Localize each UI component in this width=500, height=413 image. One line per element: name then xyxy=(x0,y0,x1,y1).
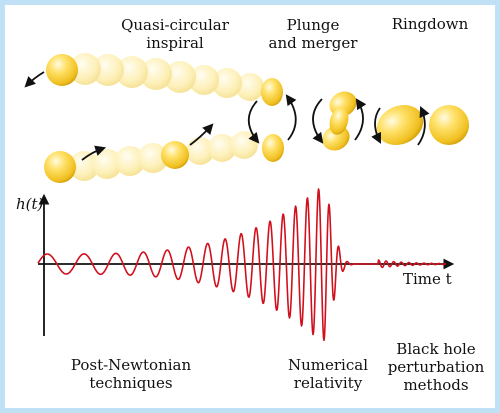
post-newtonian-label: Post-Newtonian techniques xyxy=(62,356,200,392)
plunge-left-arrow-icon xyxy=(247,100,260,144)
numerical-relativity-line1: Numerical xyxy=(288,356,368,374)
plunge-black-hole-bottom xyxy=(262,134,284,162)
gravitational-waveform xyxy=(37,188,447,342)
perturbation-line1: Black hole xyxy=(396,340,476,358)
merging-black-holes xyxy=(322,91,357,151)
lower-mid-orbit-arrow-icon xyxy=(189,123,214,146)
merger-label-line2: and merger xyxy=(268,34,358,52)
upper-black-hole xyxy=(46,54,78,86)
ringdown-right-arrow-icon xyxy=(417,106,430,146)
merger-right-arrow-icon xyxy=(354,98,367,141)
y-axis-label: h(t) xyxy=(16,195,44,213)
ringdown-label: Ringdown xyxy=(391,15,469,33)
lower-inspiral-trail xyxy=(69,131,258,181)
lower-mid-black-hole xyxy=(161,141,189,169)
upper-inspiral-trail xyxy=(69,53,264,101)
perturbation-methods-label: Black hole perturbation methods xyxy=(382,340,490,394)
inspiral-label-line1: Quasi-circular xyxy=(121,16,229,34)
lower-black-hole xyxy=(44,151,76,183)
post-newtonian-line1: Post-Newtonian xyxy=(70,356,192,374)
x-axis-label: Time t xyxy=(403,270,452,288)
upper-orbit-arrow-icon xyxy=(24,71,45,88)
ringdown-black-hole xyxy=(376,105,424,145)
inspiral-label-line2: inspiral xyxy=(146,34,204,52)
inspiral-label: Quasi-circular inspiral xyxy=(112,16,238,52)
ringdown-left-arrow-icon xyxy=(371,107,381,144)
merger-label: Plunge and merger xyxy=(262,16,364,52)
merger-label-line1: Plunge xyxy=(286,16,340,34)
perturbation-line2: perturbation xyxy=(387,358,485,376)
final-black-hole xyxy=(429,105,469,145)
numerical-relativity-label: Numerical relativity xyxy=(276,356,380,392)
numerical-relativity-line2: relativity xyxy=(293,374,363,392)
post-newtonian-line2: techniques xyxy=(89,374,173,392)
perturbation-line3: methods xyxy=(403,376,469,394)
lower-orbit-arrow-icon xyxy=(81,145,107,161)
merger-left-arrow-icon xyxy=(312,98,324,144)
plunge-black-hole-top xyxy=(261,78,283,106)
plunge-right-arrow-icon xyxy=(285,94,297,141)
